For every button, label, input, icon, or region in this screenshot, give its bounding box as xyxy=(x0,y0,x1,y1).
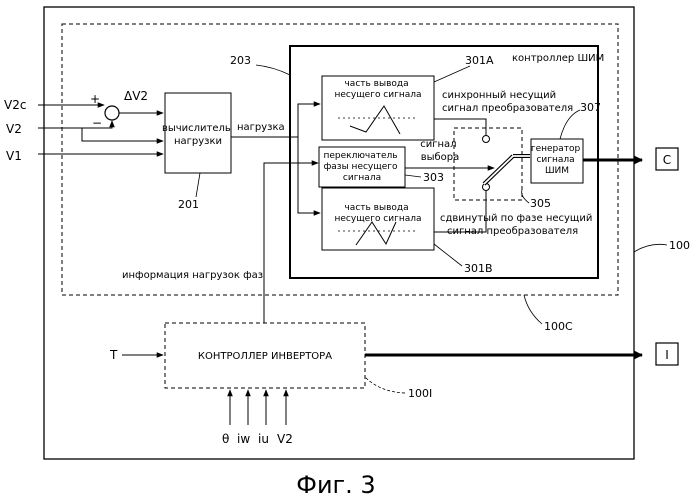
selector-arm-fill xyxy=(484,156,513,184)
ref-301b: 301B xyxy=(464,262,493,275)
ref-100c-leader xyxy=(524,295,542,324)
output-i-label: I xyxy=(665,348,669,362)
input-theta-label: θ xyxy=(222,432,229,446)
ref-305-leader xyxy=(522,190,529,203)
carrier-phase-switch-label: переключатель фазы несущего сигнала xyxy=(324,151,401,183)
ref-100i-leader xyxy=(365,377,405,393)
ref-201-leader xyxy=(196,173,200,197)
ref-301b-leader xyxy=(434,244,462,266)
ref-305: 305 xyxy=(530,197,551,210)
select-signal-label: сигнал выбора xyxy=(420,139,460,163)
ref-307-leader xyxy=(560,110,580,139)
ref-203-leader xyxy=(256,65,290,75)
ref-201: 201 xyxy=(178,198,199,211)
input-t-label: T xyxy=(109,348,118,362)
input-v1-label: V1 xyxy=(6,149,22,163)
phase-load-info-label: информация нагрузок фаз xyxy=(122,270,263,281)
shifted-carrier-label: сдвинутый по фазе несущий сигнал преобра… xyxy=(440,213,596,237)
ref-301a: 301A xyxy=(465,54,494,67)
summing-junction xyxy=(105,106,119,120)
input-v2-label: V2 xyxy=(6,122,22,136)
pwm-controller-label: контроллер ШИМ xyxy=(512,53,604,64)
input-iu-label: iu xyxy=(258,432,269,446)
ref-100i: 100I xyxy=(408,387,432,400)
switch-contact-top xyxy=(483,136,490,143)
carrier-b-waveform xyxy=(356,222,396,245)
carrier-output-a-label: часть вывода несущего сигнала xyxy=(335,79,422,100)
ref-301a-leader xyxy=(434,66,470,82)
ref-100: 100 xyxy=(669,239,690,252)
ref-100-leader xyxy=(634,244,667,252)
sync-carrier-wire xyxy=(434,119,486,135)
ref-307: 307 xyxy=(580,101,601,114)
ref-100c: 100C xyxy=(544,320,573,333)
load-wire-to-301a xyxy=(298,104,320,137)
ref-303-leader xyxy=(405,175,421,177)
load-calculator-label: вычислитель нагрузки xyxy=(162,123,234,147)
output-c-label: C xyxy=(663,153,671,167)
input-v2-bottom-label: V2 xyxy=(277,432,293,446)
carrier-a-waveform xyxy=(350,106,400,134)
input-iw-label: iw xyxy=(237,432,250,446)
pwm-generator-label: генератор сигнала ШИМ xyxy=(531,144,583,176)
inverter-controller-label: КОНТРОЛЛЕР ИНВЕРТОРА xyxy=(198,351,332,362)
ref-203: 203 xyxy=(230,54,251,67)
delta-v2-label: ΔV2 xyxy=(124,89,148,103)
figure-caption: Фиг. 3 xyxy=(296,471,375,499)
sync-carrier-label: синхронный несущий сигнал преобразовател… xyxy=(442,90,573,114)
ref-303: 303 xyxy=(423,171,444,184)
plus-sign: + xyxy=(90,92,100,106)
input-v2c-label: V2c xyxy=(4,98,26,112)
load-wire-to-301b xyxy=(298,137,320,213)
carrier-output-b-label: часть вывода несущего сигнала xyxy=(335,203,422,224)
load-signal-label: нагрузка xyxy=(237,122,285,133)
